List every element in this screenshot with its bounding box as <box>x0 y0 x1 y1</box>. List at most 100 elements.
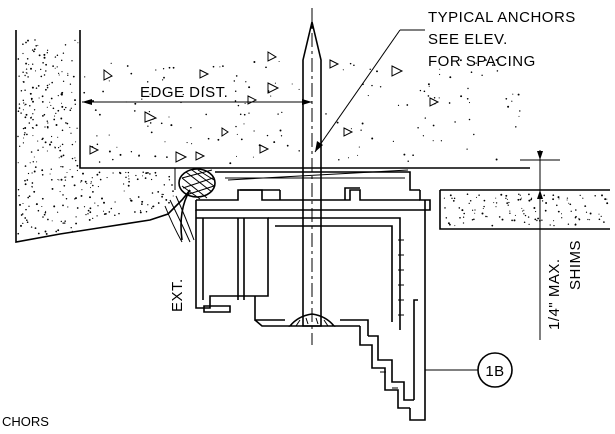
stipple-dot <box>19 145 21 147</box>
stipple-dot <box>142 171 144 173</box>
stipple-dot <box>44 141 47 144</box>
stipple-dot <box>205 113 207 116</box>
stipple-dot <box>26 179 29 181</box>
stipple-dot <box>495 202 498 204</box>
stipple-dot <box>23 102 25 104</box>
stipple-dot <box>575 209 577 211</box>
stipple-dot <box>17 58 20 60</box>
stipple-dot <box>473 218 475 221</box>
stipple-dot <box>515 126 517 128</box>
stipple-dot <box>600 215 602 217</box>
stipple-dot <box>270 95 272 97</box>
edge-distance-label: EDGE DIST. <box>140 84 228 101</box>
stipple-dot <box>26 219 28 221</box>
stipple-dot <box>145 172 148 175</box>
stipple-dot <box>594 195 596 197</box>
stipple-dot <box>27 196 29 199</box>
stipple-dot <box>584 205 587 208</box>
stipple-dot <box>57 95 59 97</box>
stipple-dot <box>32 100 34 103</box>
stipple-dot <box>59 149 62 152</box>
sealant-joint <box>164 168 216 243</box>
stipple-dot <box>406 104 409 106</box>
stipple-dot <box>61 105 64 108</box>
stipple-dot <box>35 45 37 47</box>
stipple-dot <box>357 154 359 156</box>
stipple-dot <box>24 89 26 91</box>
stipple-dot <box>22 109 24 111</box>
stipple-dot <box>511 100 513 102</box>
stipple-dot <box>24 74 26 77</box>
stipple-dot <box>17 162 19 164</box>
stipple-dot <box>45 210 47 212</box>
stipple-dot <box>27 76 29 78</box>
stipple-dot <box>74 99 76 102</box>
stipple-dot <box>34 39 36 41</box>
stipple-dot <box>20 224 22 227</box>
stipple-dot <box>40 75 43 78</box>
stipple-dot <box>274 82 276 84</box>
stipple-dot <box>87 209 90 212</box>
stipple-dot <box>110 207 113 210</box>
stipple-dot <box>42 146 44 148</box>
stipple-dot <box>83 206 86 208</box>
stipple-dot <box>35 203 38 206</box>
stipple-dot <box>32 118 34 121</box>
stipple-dot <box>505 97 508 100</box>
stipple-dot <box>61 143 64 146</box>
stipple-dot <box>81 189 83 191</box>
stipple-dot <box>151 192 154 194</box>
stipple-dot <box>519 198 522 201</box>
stipple-dot <box>460 95 463 98</box>
stipple-dot <box>31 172 33 174</box>
stipple-dot <box>71 175 74 178</box>
stipple-dot <box>84 76 86 78</box>
stipple-dot <box>41 100 44 103</box>
stipple-dot <box>449 223 451 226</box>
stipple-dot <box>461 209 464 212</box>
stipple-dot <box>53 118 56 121</box>
stipple-dot <box>102 90 104 93</box>
stipple-dot <box>338 159 340 161</box>
stipple-dot <box>523 209 525 211</box>
stipple-dot <box>41 169 44 172</box>
stipple-dot <box>71 60 73 62</box>
stipple-dot <box>51 220 53 222</box>
stipple-dot <box>541 219 543 221</box>
stipple-dot <box>76 207 79 209</box>
stipple-dot <box>157 191 160 193</box>
stipple-dot <box>543 194 546 197</box>
stipple-dot <box>369 68 371 71</box>
stipple-dot <box>71 157 74 160</box>
stipple-dot <box>80 181 82 183</box>
stipple-dot <box>56 66 58 68</box>
stipple-dot <box>470 71 473 73</box>
stipple-dot <box>279 129 282 132</box>
stipple-dot <box>202 85 205 88</box>
stipple-dot <box>589 212 592 215</box>
stipple-dot <box>517 198 520 201</box>
stipple-dot <box>63 108 66 111</box>
stipple-dot <box>99 178 102 181</box>
stipple-dot <box>53 205 56 208</box>
stipple-dot <box>60 102 63 104</box>
stipple-dot <box>60 59 63 62</box>
stipple-dot <box>22 81 25 83</box>
exterior-label: EXT. <box>169 278 186 312</box>
stipple-dot <box>482 207 484 210</box>
stipple-dot <box>191 143 193 145</box>
stipple-dot <box>32 127 34 129</box>
stipple-dot <box>46 106 48 108</box>
anchor-note-line1: TYPICAL ANCHORS <box>428 9 576 26</box>
stipple-dot <box>452 200 455 202</box>
stipple-dot <box>392 140 394 142</box>
stipple-dot <box>471 218 474 221</box>
stipple-dot <box>134 102 137 105</box>
stipple-dot <box>54 147 56 149</box>
stipple-dot <box>162 68 165 70</box>
stipple-dot <box>560 213 563 215</box>
stipple-dot <box>65 176 67 178</box>
stipple-dot <box>448 102 451 104</box>
stipple-dot <box>22 127 25 130</box>
stipple-dot <box>433 96 436 99</box>
